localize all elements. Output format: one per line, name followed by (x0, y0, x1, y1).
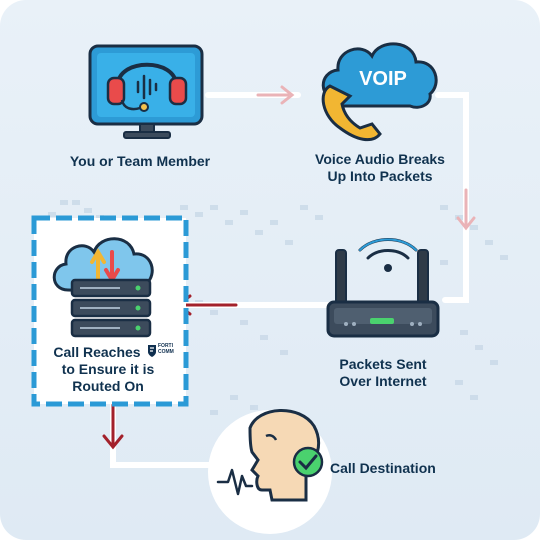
logo-line2: COMM (158, 349, 174, 355)
step-voip-line1: Voice Audio Breaks (315, 151, 445, 167)
step-you-label: You or Team Member (69, 153, 211, 169)
server-cloud-icon (52, 237, 154, 338)
logo-line1: FORTI (158, 343, 173, 349)
voip-badge: VOIP (359, 68, 407, 90)
voip-cloud-icon (321, 42, 438, 142)
call-destination-head-icon (208, 409, 332, 534)
step-call-reaches-label: Call Reaches to Ensure it is Routed On (38, 344, 178, 395)
step-packets-line1: Packets Sent (339, 356, 427, 372)
step-destination-label: Call Destination (330, 460, 436, 476)
step-packets-line2: Over Internet (339, 373, 427, 389)
step-call-reaches-line3: Routed On (72, 378, 144, 394)
step-voip-line2: Up Into Packets (327, 168, 433, 184)
step-voip-label: Voice Audio Breaks Up Into Packets (290, 151, 470, 185)
router-icon (326, 238, 440, 338)
step-call-reaches-line1: Call Reaches (53, 344, 141, 360)
forticomm-logo-text: FORTI COMM (158, 343, 174, 355)
step-packets-label: Packets Sent Over Internet (308, 356, 458, 390)
flow-connectors (102, 85, 476, 468)
forticomm-logo-icon (148, 345, 156, 357)
monitor-headset-icon (88, 44, 204, 139)
step-call-reaches-line2: to Ensure it is (61, 361, 155, 377)
